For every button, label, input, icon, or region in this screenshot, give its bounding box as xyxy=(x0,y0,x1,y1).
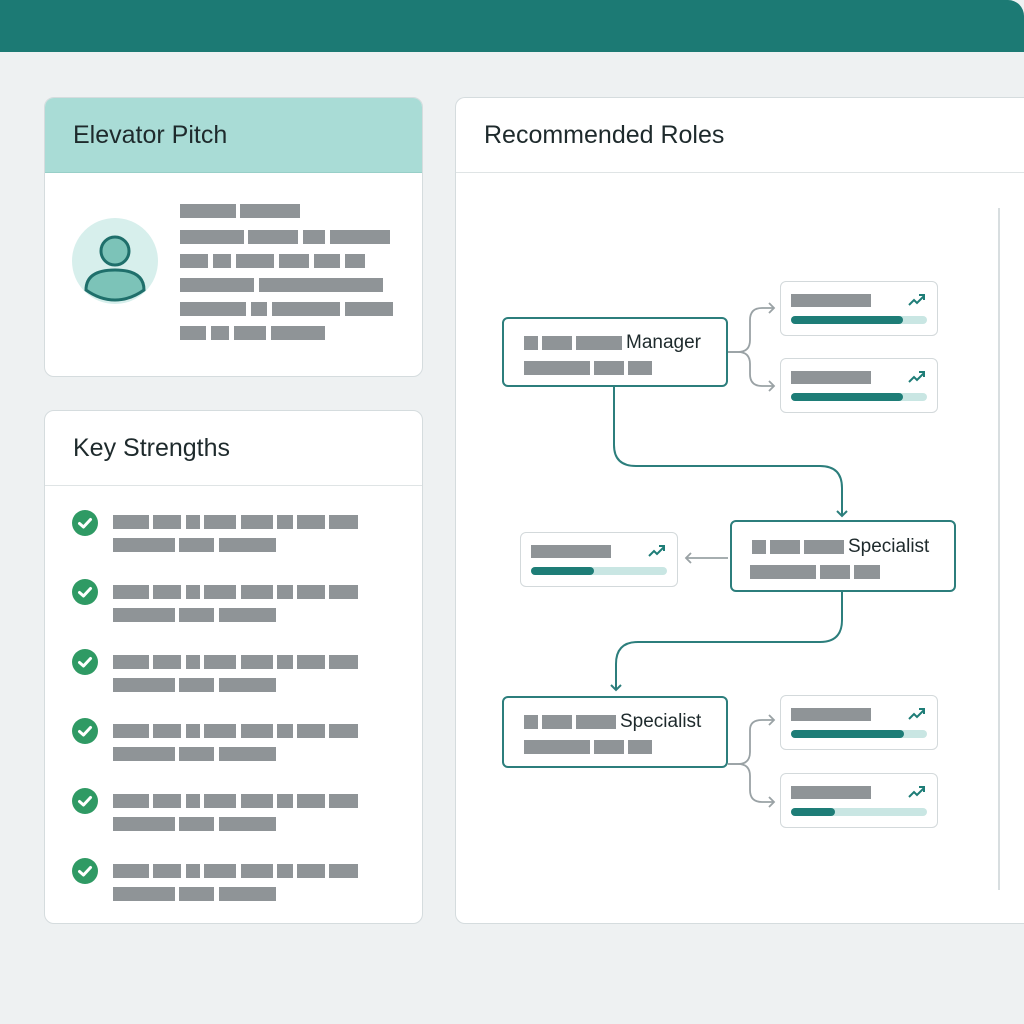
recommended-roles-title: Recommended Roles xyxy=(456,98,1024,173)
role-node-specialist-1[interactable]: Specialist xyxy=(730,520,956,592)
trend-up-icon xyxy=(908,786,925,798)
app-top-bar xyxy=(0,0,1024,52)
trend-up-icon xyxy=(648,545,665,557)
trend-up-icon xyxy=(908,708,925,720)
elevator-pitch-card: Elevator Pitch xyxy=(44,97,423,377)
role-match-card[interactable] xyxy=(780,281,938,336)
match-level xyxy=(791,808,835,816)
role-match-card[interactable] xyxy=(780,773,938,828)
role-node-manager[interactable]: Manager xyxy=(502,317,728,387)
role-node-specialist-2[interactable]: Specialist xyxy=(502,696,728,768)
role-title: Specialist xyxy=(620,711,702,732)
match-level xyxy=(791,730,904,738)
trend-up-icon xyxy=(908,294,925,306)
scrollbar-track[interactable] xyxy=(998,208,1000,890)
role-title: Specialist xyxy=(848,536,930,557)
match-level xyxy=(791,393,903,401)
elevator-pitch-title: Elevator Pitch xyxy=(45,98,422,173)
check-circle-icon xyxy=(72,718,98,744)
check-circle-icon xyxy=(72,788,98,814)
match-level xyxy=(791,316,903,324)
key-strengths-title: Key Strengths xyxy=(45,411,422,486)
role-title: Manager xyxy=(626,332,701,353)
match-level xyxy=(531,567,594,575)
role-match-card[interactable] xyxy=(520,532,678,587)
trend-up-icon xyxy=(908,371,925,383)
role-match-card[interactable] xyxy=(780,358,938,413)
check-circle-icon xyxy=(72,649,98,675)
check-circle-icon xyxy=(72,858,98,884)
check-circle-icon xyxy=(72,510,98,536)
user-avatar-icon xyxy=(72,218,158,304)
role-match-card[interactable] xyxy=(780,695,938,750)
check-circle-icon xyxy=(72,579,98,605)
